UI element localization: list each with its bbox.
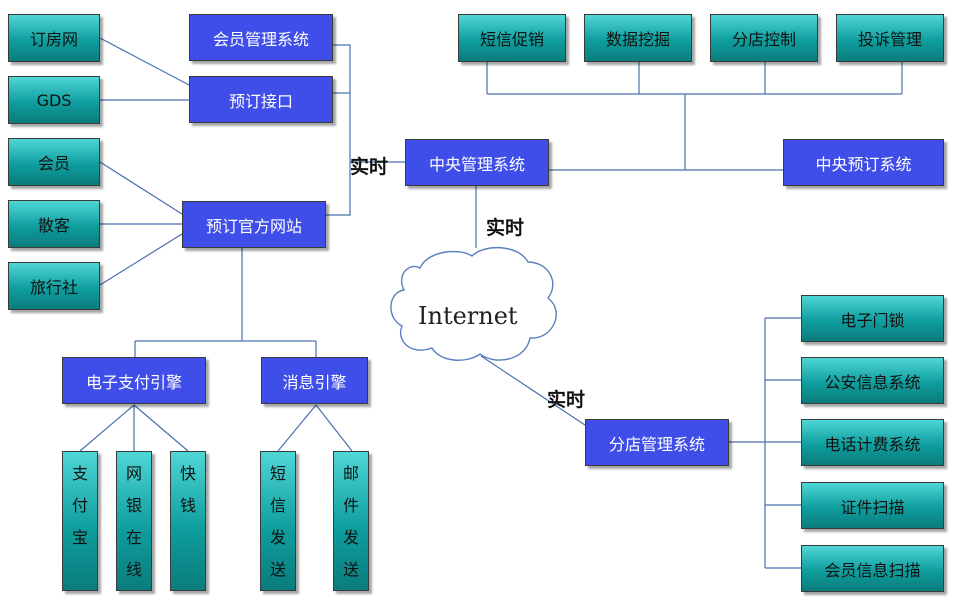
booking-interface: 预订接口 <box>189 76 333 123</box>
branch-management-system: 分店管理系统 <box>585 419 729 466</box>
connector-line <box>99 161 183 215</box>
method-char: 邮 <box>342 464 359 483</box>
module-complaint-management: 投诉管理 <box>836 14 944 62</box>
branch-module-label: 电子门锁 <box>840 310 905 330</box>
source-label: 订房网 <box>29 30 78 49</box>
payment-method-alipay: 支 付 宝 <box>62 451 98 591</box>
method-char: 发 <box>269 528 286 547</box>
connector-line <box>277 404 317 452</box>
member-management-label: 会员管理系统 <box>212 29 309 49</box>
branch-module-id-scan: 证件扫描 <box>801 482 944 529</box>
method-char: 银 <box>125 496 142 515</box>
message-method-sms: 短 信 发 送 <box>260 451 296 591</box>
source-label: 会员 <box>37 154 70 173</box>
source-label: GDS <box>36 90 72 110</box>
module-label: 分店控制 <box>731 30 796 49</box>
central-management-system: 中央管理系统 <box>405 139 549 186</box>
connector-line <box>315 404 353 452</box>
module-branch-control: 分店控制 <box>710 14 818 62</box>
module-label: 数据挖掘 <box>605 30 670 49</box>
message-engine-label: 消息引擎 <box>282 372 347 392</box>
branch-management-label: 分店管理系统 <box>608 434 705 454</box>
realtime-label: 实时 <box>547 389 586 411</box>
official-booking-site: 预订官方网站 <box>182 201 326 248</box>
branch-module-label: 电话计费系统 <box>824 434 921 454</box>
source-gds: GDS <box>8 76 100 124</box>
central-reservation-label: 中央预订系统 <box>815 154 912 174</box>
module-sms-promotion: 短信促销 <box>458 14 566 62</box>
module-label: 短信促销 <box>479 30 544 49</box>
realtime-label: 实时 <box>350 156 389 178</box>
payment-method-99bill: 快 钱 <box>170 451 206 591</box>
central-reservation-system: 中央预订系统 <box>783 139 944 186</box>
internet-cloud-icon <box>390 246 557 361</box>
source-member: 会员 <box>8 138 100 186</box>
method-char: 宝 <box>71 528 88 547</box>
branch-module-phone-billing: 电话计费系统 <box>801 419 944 466</box>
method-char: 线 <box>125 560 142 579</box>
member-management-system: 会员管理系统 <box>189 14 333 61</box>
source-label: 散客 <box>37 216 70 235</box>
branch-module-member-scan: 会员信息扫描 <box>801 545 944 592</box>
module-data-mining: 数据挖掘 <box>584 14 692 62</box>
method-char: 支 <box>71 464 88 483</box>
source-travel-agency: 旅行社 <box>8 262 100 310</box>
realtime-label: 实时 <box>486 217 525 239</box>
connector-line <box>133 404 189 452</box>
message-method-email: 邮 件 发 送 <box>333 451 369 591</box>
connector-line <box>480 355 586 426</box>
method-char: 在 <box>125 528 142 547</box>
branch-module-police-info: 公安信息系统 <box>801 357 944 404</box>
connector-line <box>79 404 135 452</box>
method-char: 件 <box>342 496 359 515</box>
payment-method-netbank: 网 银 在 线 <box>116 451 152 591</box>
source-label: 旅行社 <box>29 278 78 297</box>
branch-module-label: 会员信息扫描 <box>824 560 921 580</box>
method-char: 送 <box>269 560 286 579</box>
source-booking-site: 订房网 <box>8 14 100 62</box>
source-walk-in: 散客 <box>8 200 100 248</box>
branch-module-electronic-lock: 电子门锁 <box>801 295 944 342</box>
module-label: 投诉管理 <box>857 30 922 49</box>
branch-module-label: 公安信息系统 <box>824 372 921 392</box>
connector-line <box>99 37 190 86</box>
method-char: 发 <box>342 528 359 547</box>
method-char: 钱 <box>179 496 196 515</box>
connector-line <box>326 44 351 216</box>
central-management-label: 中央管理系统 <box>428 154 525 174</box>
method-char: 送 <box>342 560 359 579</box>
booking-interface-label: 预订接口 <box>228 91 293 111</box>
method-char: 付 <box>71 496 88 515</box>
method-char: 网 <box>125 464 142 483</box>
branch-module-label: 证件扫描 <box>840 497 905 517</box>
official-booking-site-label: 预订官方网站 <box>205 216 302 236</box>
connector-line <box>99 233 183 286</box>
method-char: 快 <box>179 464 196 483</box>
payment-engine: 电子支付引擎 <box>62 357 206 404</box>
message-engine: 消息引擎 <box>261 357 368 404</box>
internet-label: Internet <box>418 302 518 330</box>
method-char: 信 <box>269 496 286 515</box>
method-char: 短 <box>269 464 286 483</box>
payment-engine-label: 电子支付引擎 <box>85 372 182 392</box>
